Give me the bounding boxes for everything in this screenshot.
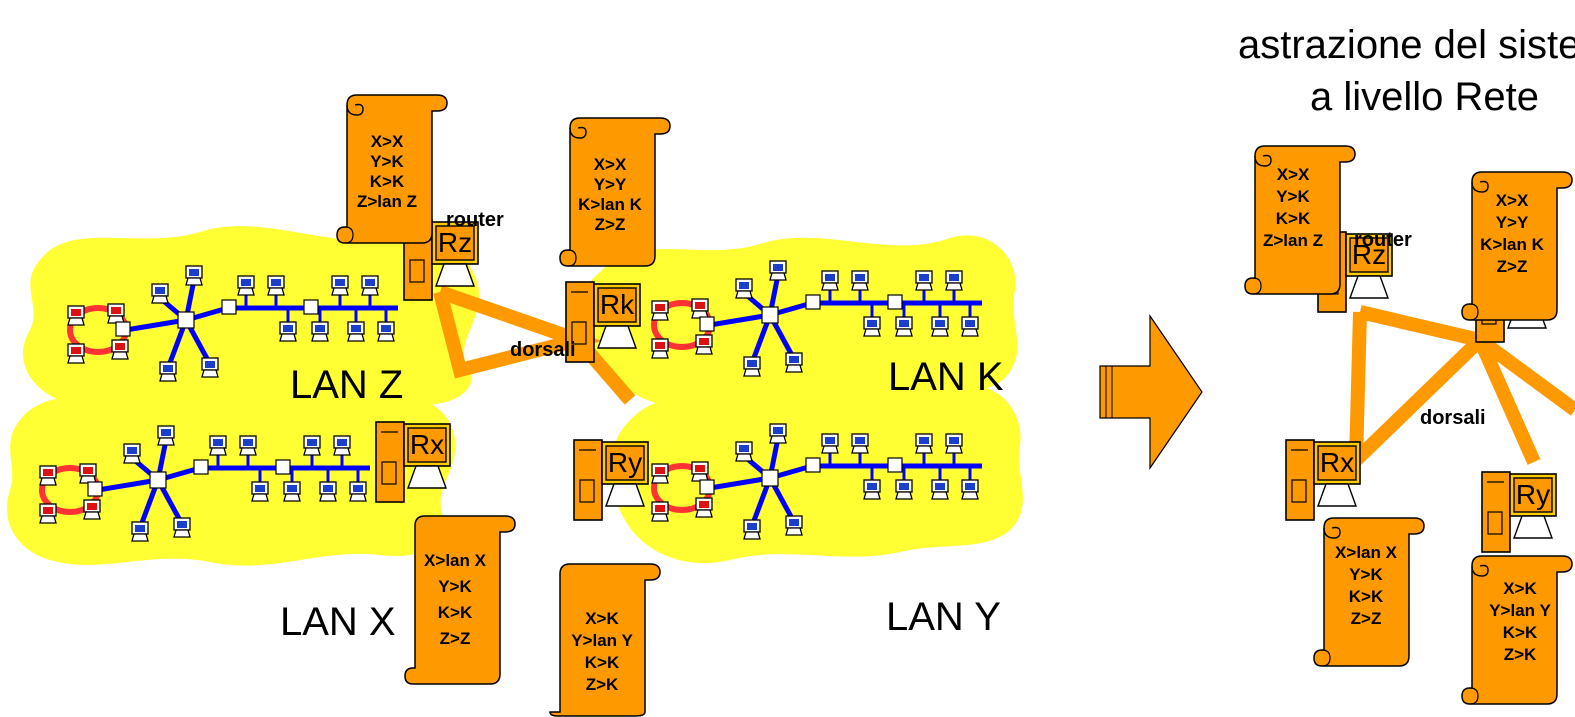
lan-y-label: LAN Y xyxy=(886,595,1001,639)
svg-text:Y>lan Y: Y>lan Y xyxy=(1489,601,1551,620)
router-ry-label: Ry xyxy=(608,447,642,478)
svg-text:X>K: X>K xyxy=(1503,579,1537,598)
svg-text:X>X: X>X xyxy=(371,132,404,151)
title-line1: astrazione del sistema xyxy=(1238,23,1575,67)
svg-text:K>lan K: K>lan K xyxy=(578,195,642,214)
router-rz-label: Rz xyxy=(438,227,472,258)
abstract-backbone-label: dorsali xyxy=(1420,407,1486,429)
svg-text:Z>Z: Z>Z xyxy=(1497,257,1528,276)
svg-text:Y>K: Y>K xyxy=(370,152,404,171)
abstract-router-ry[interactable]: Ry xyxy=(1481,471,1557,553)
svg-text:K>K: K>K xyxy=(370,172,405,191)
svg-text:X>lan X: X>lan X xyxy=(424,551,487,570)
router-label: router xyxy=(446,209,504,231)
abstract-table-rz: X>X Y>K K>K Z>lan Z xyxy=(1244,145,1356,295)
abstract-backbone xyxy=(1348,305,1575,477)
lan-z-label: LAN Z xyxy=(290,363,403,407)
router-rz[interactable]: Rz xyxy=(403,219,479,301)
svg-text:K>lan K: K>lan K xyxy=(1480,235,1544,254)
abstract-router-rx[interactable]: Rx xyxy=(1285,439,1361,521)
backbone-label: dorsali xyxy=(510,339,576,361)
table-ry: X>K Y>lan Y K>K Z>K xyxy=(549,563,661,717)
svg-text:Rx: Rx xyxy=(1320,447,1354,478)
svg-text:K>K: K>K xyxy=(438,603,473,622)
lan-z-cloud xyxy=(23,226,480,411)
svg-text:X>lan X: X>lan X xyxy=(1335,543,1398,562)
svg-text:K>K: K>K xyxy=(1349,587,1384,606)
svg-text:X>K: X>K xyxy=(585,609,619,628)
lan-x-cloud xyxy=(6,388,456,566)
svg-text:Z>Z: Z>Z xyxy=(1351,609,1382,628)
lan-y-cloud xyxy=(610,386,1023,564)
svg-text:Y>Y: Y>Y xyxy=(594,175,627,194)
abstract-table-rx: X>lan X Y>K K>K Z>Z xyxy=(1313,517,1425,667)
table-rk: X>X Y>Y K>lan K Z>Z xyxy=(559,117,671,267)
svg-text:Rz: Rz xyxy=(1352,239,1386,270)
svg-text:Y>lan Y: Y>lan Y xyxy=(571,631,633,650)
abstract-router-label: router xyxy=(1354,229,1412,251)
svg-text:X>X: X>X xyxy=(1277,165,1310,184)
table-rz: X>X Y>K K>K Z>lan Z xyxy=(336,94,448,244)
svg-text:Y>K: Y>K xyxy=(1276,187,1310,206)
router-rk[interactable]: Rk xyxy=(565,281,641,363)
svg-text:Y>Y: Y>Y xyxy=(1496,213,1529,232)
svg-text:Z>Z: Z>Z xyxy=(595,215,626,234)
abstract-table-rk: X>X Y>Y K>lan K Z>Z xyxy=(1461,171,1573,321)
table-rx: X>lan X Y>K K>K Z>Z xyxy=(404,515,516,685)
svg-text:Y>K: Y>K xyxy=(438,577,472,596)
lan-x-label: LAN X xyxy=(280,600,396,644)
title-line2: a livello Rete xyxy=(1310,75,1539,119)
svg-text:Z>Z: Z>Z xyxy=(440,629,471,648)
abstract-router-rz[interactable]: Rz xyxy=(1317,231,1393,313)
router-ry[interactable]: Ry xyxy=(573,439,649,521)
svg-text:K>K: K>K xyxy=(1503,623,1538,642)
router-rx[interactable]: Rx xyxy=(375,421,451,503)
svg-text:Z>K: Z>K xyxy=(1504,645,1537,664)
svg-text:Z>lan Z: Z>lan Z xyxy=(357,192,417,211)
svg-text:Z>K: Z>K xyxy=(586,675,619,694)
svg-text:K>K: K>K xyxy=(585,653,620,672)
router-rx-label: Rx xyxy=(410,429,444,460)
lan-k-cloud xyxy=(581,235,1018,410)
svg-text:X>X: X>X xyxy=(594,155,627,174)
abstract-table-ry: X>K Y>lan Y K>K Z>K xyxy=(1461,555,1573,705)
svg-text:Z>lan Z: Z>lan Z xyxy=(1263,231,1323,250)
lan-k-label: LAN K xyxy=(888,355,1004,399)
svg-text:X>X: X>X xyxy=(1496,191,1529,210)
svg-text:Ry: Ry xyxy=(1516,479,1550,510)
router-rk-label: Rk xyxy=(600,289,635,320)
svg-text:K>K: K>K xyxy=(1276,209,1311,228)
transition-arrow xyxy=(1099,314,1203,470)
svg-text:Y>K: Y>K xyxy=(1349,565,1383,584)
